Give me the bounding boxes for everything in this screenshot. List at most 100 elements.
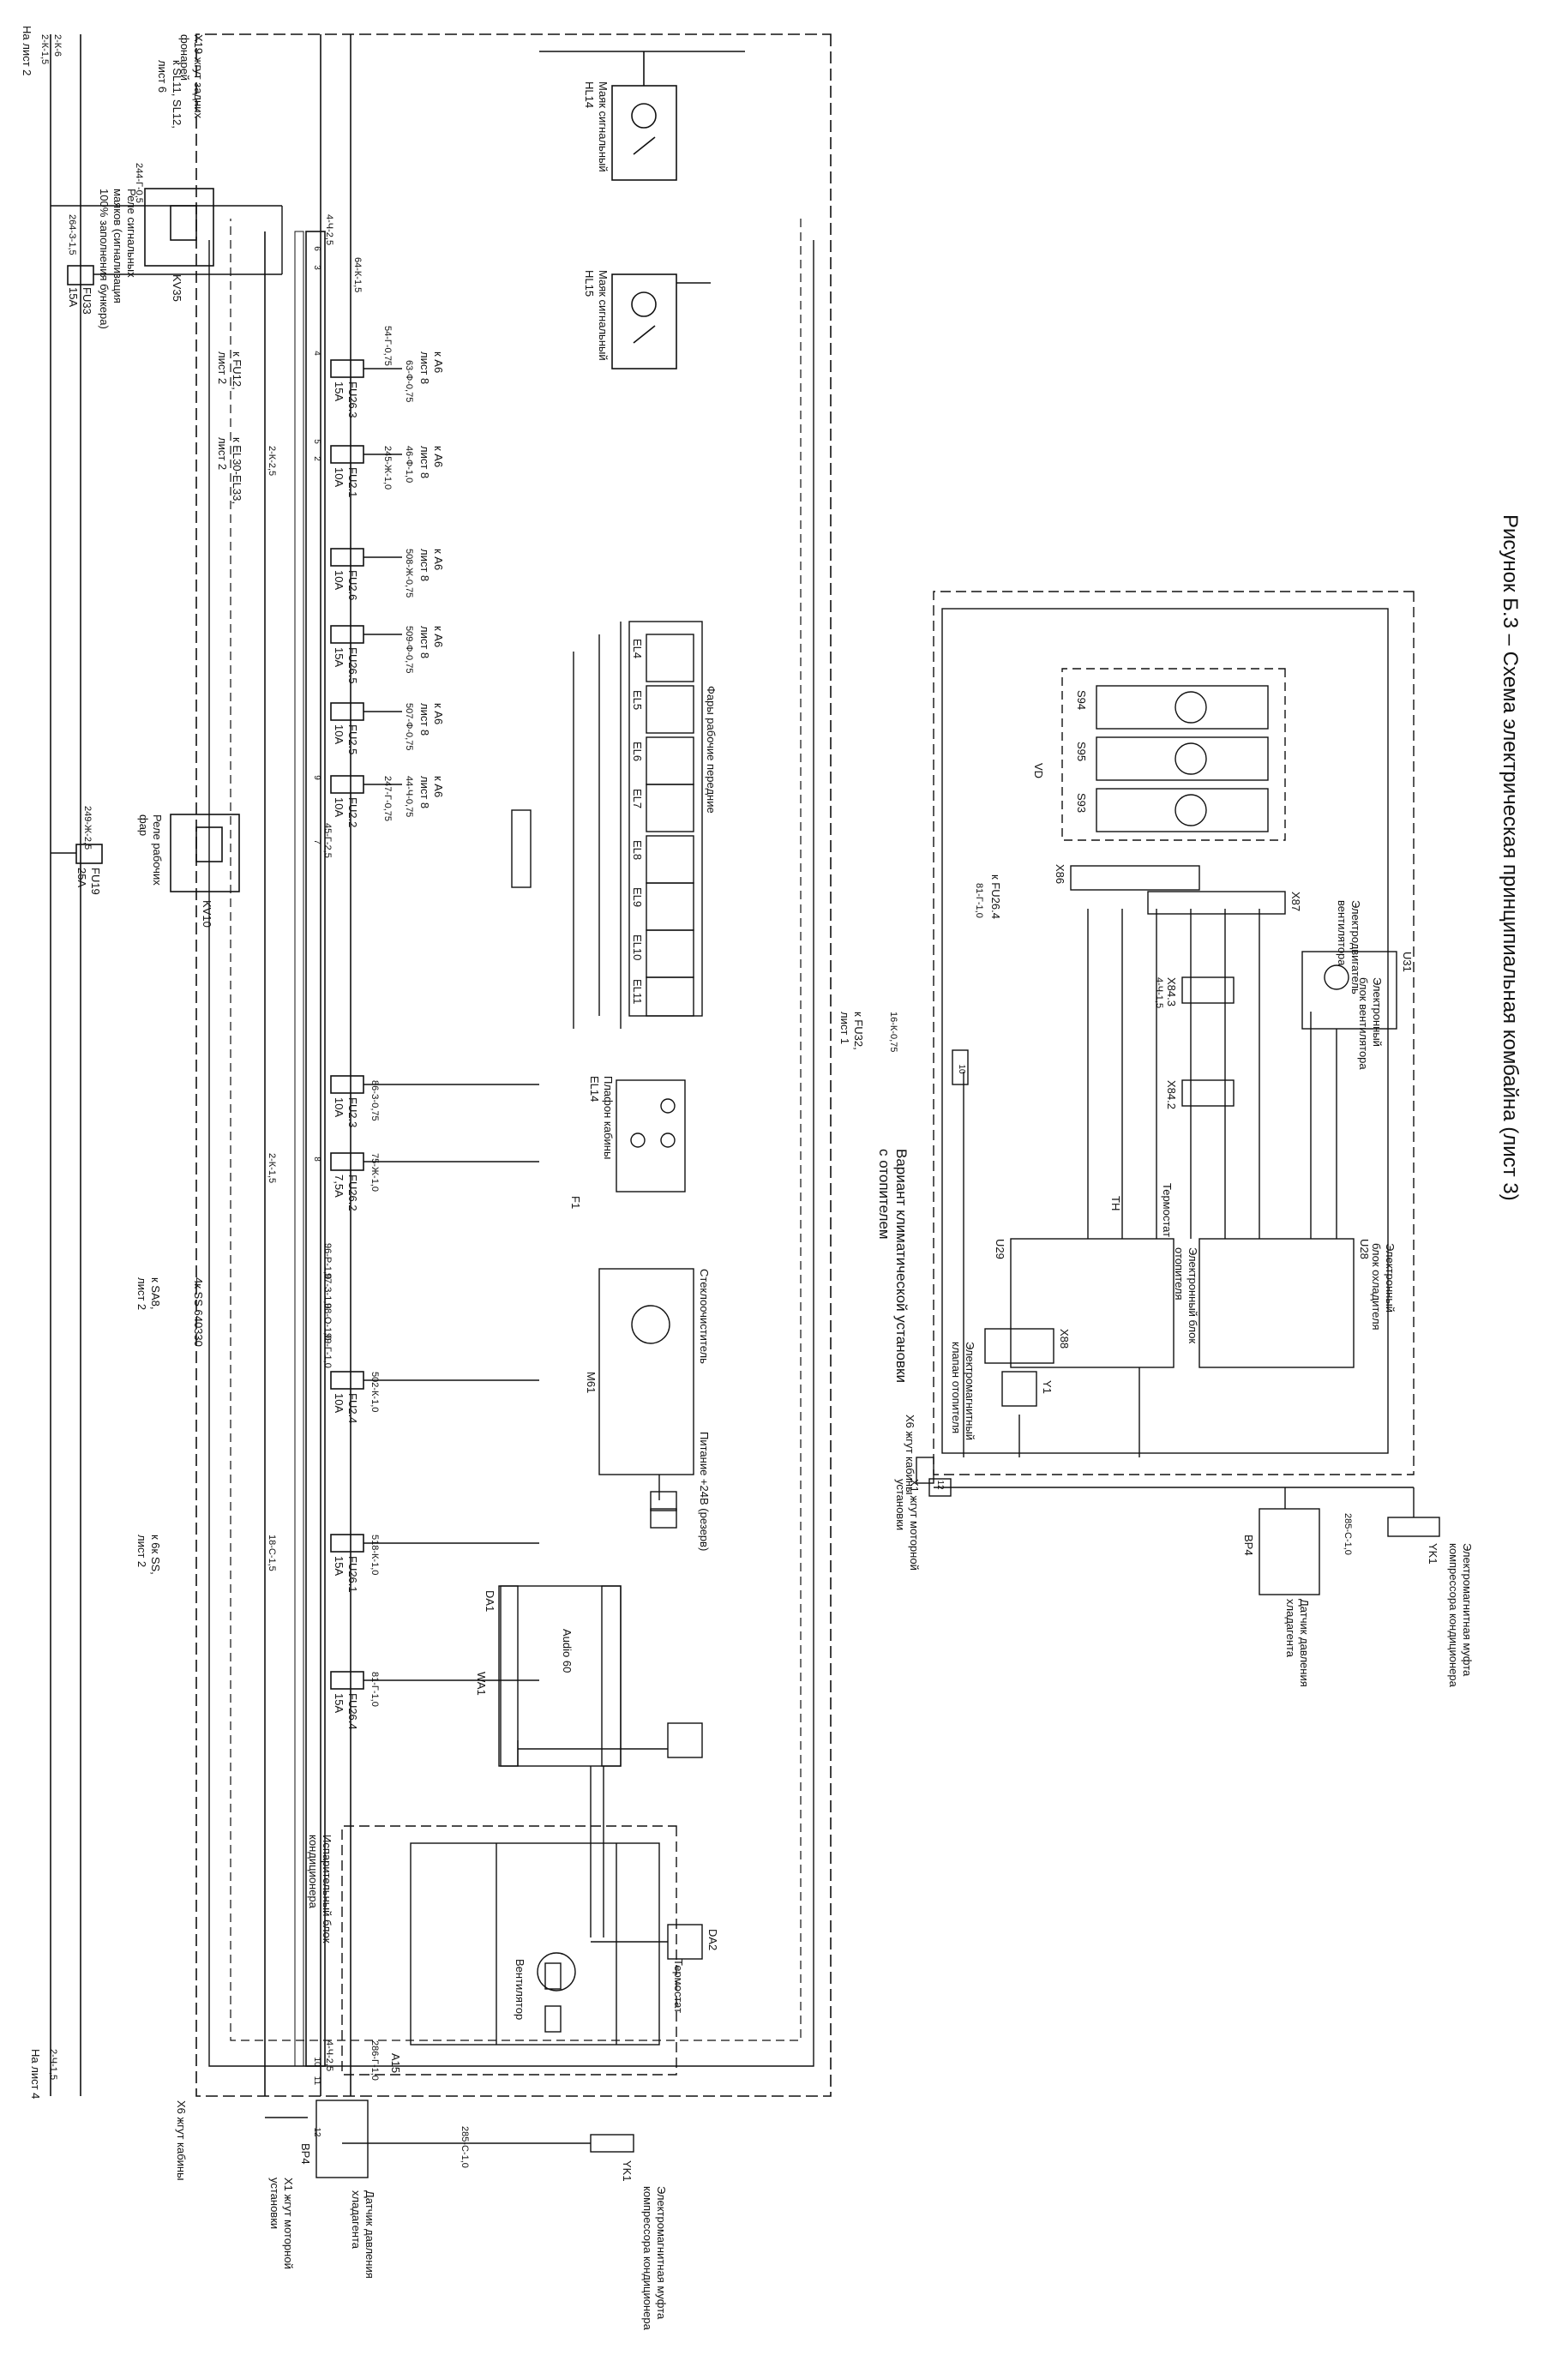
figure-caption: Рисунок Б.3 – Схема электрическая принци… bbox=[1499, 514, 1522, 1201]
kv35-label: KV35 bbox=[171, 274, 183, 302]
fuse-fu26-2-rating: 7,5А bbox=[333, 1174, 345, 1198]
ref-sl-sheet: лист 6 bbox=[156, 60, 169, 93]
fuse-fu2-3-rating: 10А bbox=[333, 1097, 345, 1118]
ref-a6-1[interactable]: к А6 bbox=[432, 351, 445, 374]
wire-81-b: 81-Г-1,0 bbox=[974, 883, 984, 918]
thermostat2-caption: Термостат bbox=[1161, 1183, 1174, 1238]
ref-ss[interactable]: к 6к SS, bbox=[149, 1535, 162, 1575]
clutch-caption-a: Электромагнитная муфта bbox=[655, 2186, 668, 2320]
ref-fu32[interactable]: к FU32, bbox=[852, 1012, 865, 1050]
m61-label: M61 bbox=[585, 1372, 598, 1394]
wire-508: 508-Ж-0,75 bbox=[404, 549, 414, 598]
wire-2-k-1-5-top: 2-К-1,5 bbox=[39, 34, 50, 65]
s94-label: S94 bbox=[1075, 690, 1088, 711]
xs-ss-label: 4к SS 640330 bbox=[192, 1277, 205, 1347]
wire-285: 285-С-1,0 bbox=[460, 2126, 470, 2168]
x84-3-label: X84.3 bbox=[1165, 977, 1178, 1006]
kv10-label: KV10 bbox=[201, 900, 213, 928]
hl14-caption: Маяк сигнальный bbox=[597, 81, 610, 172]
x6-variant-pin-10: 10 bbox=[957, 1064, 966, 1074]
fu19-label: FU19 bbox=[89, 868, 102, 895]
relays bbox=[144, 188, 240, 892]
wire-45: 45-Г-2,5 bbox=[322, 823, 333, 858]
fuse-fu2-5: FU2.5 bbox=[346, 724, 359, 755]
clutch-caption-b: компрессора кондиционера bbox=[641, 2186, 654, 2330]
ref-fu12-sheet: лист 2 bbox=[216, 351, 229, 385]
x6-pin-9: 9 bbox=[312, 775, 321, 780]
x87-label: X87 bbox=[1289, 892, 1302, 912]
fu33-rating: 15А bbox=[67, 287, 80, 308]
main-frame bbox=[195, 33, 832, 2097]
fan-motor-caption-b: вентилятора bbox=[1336, 900, 1349, 966]
pressure-caption-b: хладагента bbox=[350, 2190, 363, 2250]
x84-2-label: X84.2 bbox=[1165, 1080, 1178, 1109]
ref-a6-5-sheet: лист 8 bbox=[418, 703, 431, 736]
fu19-rating: 25А bbox=[75, 868, 88, 888]
wire-75: 75-Ж-1,0 bbox=[369, 1153, 380, 1193]
yk1-label: YK1 bbox=[621, 2160, 634, 2182]
el14-label: EL14 bbox=[588, 1076, 601, 1102]
x1-caption-b: установки bbox=[268, 2178, 281, 2230]
headlights-caption: Фары рабочие передние bbox=[705, 686, 718, 814]
wire-86: 86-З-0,75 bbox=[369, 1080, 380, 1121]
radio bbox=[498, 1585, 703, 1960]
kv35-caption-c: 100% заполнения бункера) bbox=[98, 189, 111, 329]
x6-pin-8: 8 bbox=[312, 1156, 321, 1162]
wire-244: 244-Г-0,5 bbox=[134, 163, 144, 203]
ref-a6-6[interactable]: к А6 bbox=[432, 776, 445, 798]
lamp-el7: EL7 bbox=[631, 789, 644, 809]
lamp-el11: EL11 bbox=[631, 979, 644, 1005]
ref-sheet4[interactable]: На лист 4 bbox=[29, 2049, 42, 2100]
x6-pin-6: 6 bbox=[312, 246, 321, 251]
ref-a6-3[interactable]: к А6 bbox=[432, 549, 445, 571]
fuse-wires bbox=[51, 205, 539, 1681]
variant-title-1: Вариант климатической установки bbox=[893, 1149, 910, 1383]
cab-lamp bbox=[616, 1079, 686, 1193]
bp4-label: BP4 bbox=[299, 2143, 312, 2165]
fuse-fu2-4-rating: 10А bbox=[333, 1393, 345, 1414]
wiper bbox=[598, 1268, 694, 1529]
ref-sheet2-top[interactable]: На лист 2 bbox=[21, 26, 33, 76]
x1-variant-pin-12: 12 bbox=[935, 1480, 945, 1490]
ref-el30-sheet: лист 2 bbox=[216, 437, 229, 471]
x1-pin-12: 12 bbox=[312, 2127, 321, 2137]
wire-2-k-6: 2-К-6 bbox=[52, 34, 63, 57]
fuse-fu26-5: FU26.5 bbox=[346, 647, 359, 684]
ac-compressor-bottom bbox=[265, 2100, 634, 2178]
fuse-fu26-4-rating: 15А bbox=[333, 1693, 345, 1714]
lamp-el4: EL4 bbox=[631, 639, 644, 659]
lamp-el5: EL5 bbox=[631, 690, 644, 711]
ref-fu12[interactable]: к FU12, bbox=[231, 351, 243, 390]
wire-46-f: 46-Ф-1,0 bbox=[404, 446, 414, 484]
u29-caption-a: Электронный блок bbox=[1187, 1247, 1199, 1344]
ref-sa8[interactable]: к SA8, bbox=[149, 1277, 162, 1310]
u31-caption-a: Электронный bbox=[1371, 977, 1384, 1047]
th-label: TH bbox=[1109, 1196, 1122, 1211]
x6-label: Х6 жгут кабины bbox=[175, 2100, 188, 2181]
wire-64-k: 64-К-1,5 bbox=[352, 257, 363, 293]
kv35-caption-b: маяков (сигнализация bbox=[111, 189, 124, 303]
heater-valve-caption-a: Электромагнитный bbox=[964, 1342, 976, 1441]
fuse-symbols bbox=[67, 265, 364, 1690]
wire-509: 509-Ф-0,75 bbox=[404, 626, 414, 674]
ref-el30[interactable]: к EL30-EL33, bbox=[231, 437, 243, 504]
variant-compressor bbox=[928, 1478, 1440, 1595]
ref-fu32-sheet: лист 1 bbox=[838, 1012, 851, 1045]
x6-pin-7: 7 bbox=[312, 839, 321, 844]
lamp-el6: EL6 bbox=[631, 742, 644, 762]
y1-label: Y1 bbox=[1041, 1380, 1054, 1394]
ref-a6-5[interactable]: к А6 bbox=[432, 703, 445, 725]
wa1-label: WA1 bbox=[475, 1672, 488, 1696]
wire-4-ch-2-5: 4-Ч-2,5 bbox=[324, 214, 334, 246]
ref-a6-2[interactable]: к А6 bbox=[432, 446, 445, 468]
ref-a6-6-sheet: лист 8 bbox=[418, 776, 431, 809]
fuse-fu2-6: FU2.6 bbox=[346, 570, 359, 601]
fuse-fu26-4: FU26.4 bbox=[346, 1693, 359, 1730]
s95-label: S95 bbox=[1075, 742, 1088, 762]
x6-pin-3: 3 bbox=[312, 265, 321, 270]
ref-fu26[interactable]: к FU26.4 bbox=[989, 874, 1002, 919]
ref-a6-4[interactable]: к А6 bbox=[432, 626, 445, 648]
